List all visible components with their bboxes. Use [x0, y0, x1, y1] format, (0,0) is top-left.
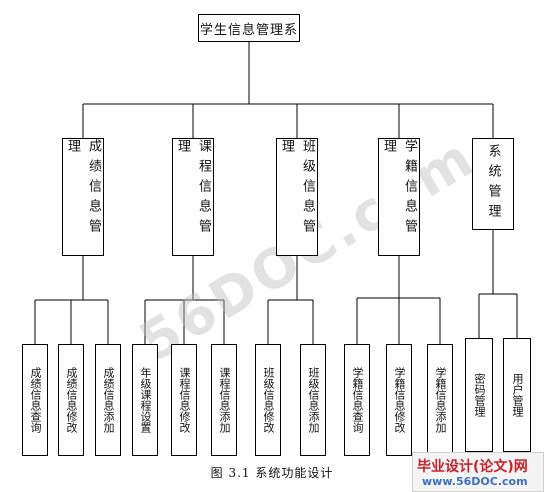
function-node: 密码管理	[465, 338, 493, 452]
logo-url: www.56DOC.com	[422, 475, 528, 488]
function-node-label: 用户管理	[511, 373, 524, 417]
function-node-label: 课程信息添加	[218, 367, 231, 433]
module-node-label: 班级信息管理	[279, 139, 315, 239]
function-node: 用户管理	[503, 338, 531, 452]
function-node: 班级信息添加	[300, 344, 326, 456]
function-node-label: 成绩信息修改	[65, 367, 78, 433]
module-node-label: 系统管理	[485, 144, 501, 224]
function-node-label: 班级信息修改	[262, 367, 275, 433]
function-node: 成绩信息修改	[58, 344, 84, 456]
module-node: 课程信息管理	[172, 138, 214, 256]
module-node: 班级信息管理	[276, 138, 318, 256]
function-node-label: 学籍信息添加	[434, 367, 447, 433]
function-node-label: 成绩信息添加	[102, 367, 115, 433]
function-node: 成绩信息查询	[22, 344, 48, 456]
function-node: 学籍信息修改	[386, 344, 412, 456]
module-node-label: 成绩信息管理	[65, 139, 101, 239]
function-node: 学籍信息查询	[344, 344, 370, 456]
function-node: 年级课程设置	[132, 344, 158, 456]
function-node-label: 班级信息添加	[307, 367, 320, 433]
module-node: 学籍信息管理	[378, 138, 420, 256]
function-node: 班级信息修改	[255, 344, 281, 456]
function-node-label: 课程信息修改	[178, 367, 191, 433]
site-logo: 毕业设计(论文)网 www.56DOC.com	[412, 452, 544, 492]
root-node-label: 学生信息管理系	[199, 22, 298, 38]
module-node: 系统管理	[472, 138, 514, 230]
function-node-label: 密码管理	[473, 373, 486, 417]
module-node-label: 课程信息管理	[175, 139, 211, 239]
logo-text: 毕业设计(论文)网	[417, 459, 528, 475]
function-node: 课程信息添加	[211, 344, 237, 456]
module-node-label: 学籍信息管理	[381, 139, 417, 239]
function-node: 学籍信息添加	[427, 344, 453, 456]
figure-caption: 图 3.1 系统功能设计	[210, 466, 334, 480]
module-node: 成绩信息管理	[62, 138, 104, 256]
function-node: 成绩信息添加	[95, 344, 121, 456]
function-node-label: 学籍信息修改	[393, 367, 406, 433]
function-node: 课程信息修改	[171, 344, 197, 456]
function-node-label: 成绩信息查询	[29, 367, 42, 433]
root-node: 学生信息管理系	[198, 14, 300, 42]
function-node-label: 年级课程设置	[139, 367, 152, 433]
function-node-label: 学籍信息查询	[351, 367, 364, 433]
